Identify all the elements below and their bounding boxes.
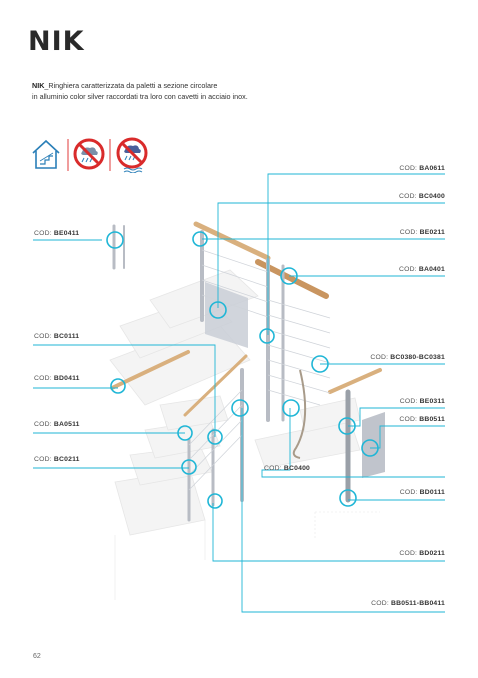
code-label-ba0401: COD: BA0401 — [398, 266, 445, 273]
code-label-bc0380-bc0381: COD: BC0380-BC0381 — [370, 354, 445, 361]
code-label-bd0411: COD: BD0411 — [34, 375, 80, 382]
page-number: 62 — [33, 653, 41, 660]
code-label-ba0511: COD: BA0511 — [34, 421, 80, 428]
curved-handrail — [292, 369, 307, 459]
description-text-line2: in alluminio color silver raccordati tra… — [32, 92, 248, 101]
usage-icons — [32, 137, 148, 173]
description-product-name: NIK — [32, 81, 45, 90]
description-text: _Ringhiera caratterizzata da paletti a s… — [44, 81, 218, 90]
code-label-bb0511-bb0411: COD: BB0511-BB0411 — [371, 600, 445, 607]
code-label-bc0400-center: COD: BC0400 — [264, 465, 311, 472]
page-title: NIK — [28, 26, 85, 57]
code-label-bb0511: COD: BB0511 — [399, 416, 445, 423]
stair-guidelines — [114, 511, 380, 600]
leader-lines — [33, 173, 445, 613]
no-weather-rain-icon — [73, 138, 105, 170]
product-description: NIK_Ringhiera caratterizzata da paletti … — [32, 80, 332, 102]
indoor-house-icon — [32, 139, 60, 169]
code-label-be0211: COD: BE0211 — [399, 229, 445, 236]
code-label-bc0111: COD: BC0111 — [34, 333, 80, 340]
code-label-bd0111: COD: BD0111 — [399, 489, 445, 496]
callout-circles — [106, 231, 379, 509]
cables — [188, 249, 331, 491]
glass-panels — [205, 282, 385, 478]
code-label-bc0211: COD: BC0211 — [34, 456, 80, 463]
code-label-be0411: COD: BE0411 — [34, 230, 80, 237]
code-label-ba0611: COD: BA0611 — [399, 165, 445, 172]
staircase — [109, 269, 361, 536]
code-label-be0311: COD: BE0311 — [399, 398, 445, 405]
no-sea-environment-icon — [116, 137, 148, 173]
code-label-bc0400: COD: BC0400 — [398, 193, 445, 200]
code-label-bd0211: COD: BD0211 — [399, 550, 445, 557]
